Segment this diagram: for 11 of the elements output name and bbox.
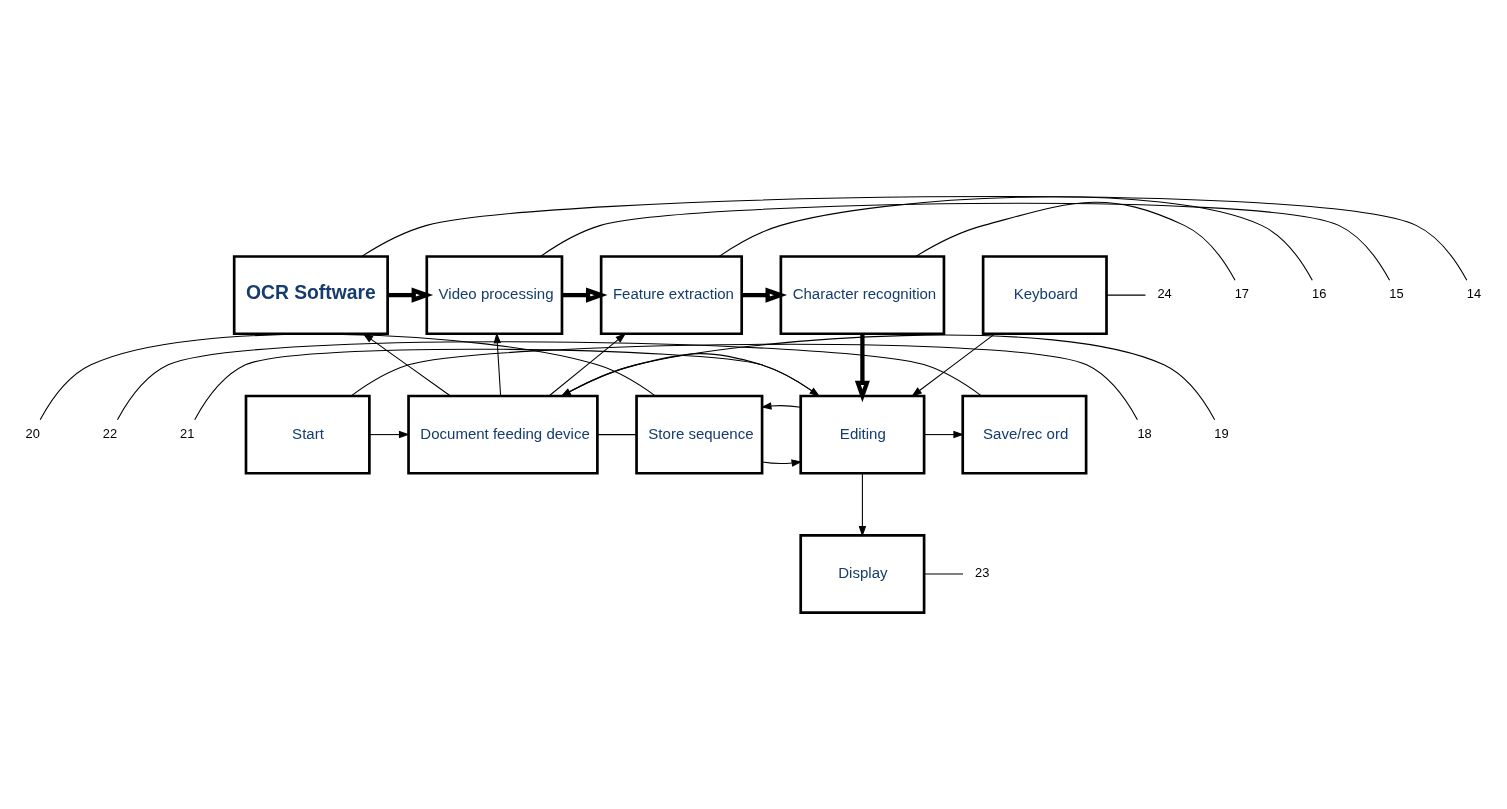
node-text: 14: [1466, 286, 1482, 302]
node-text: 24: [1157, 286, 1172, 302]
node-text: 18: [1137, 425, 1152, 441]
node-text: 20: [25, 425, 40, 441]
node-text: 23: [975, 565, 990, 581]
node-text: 16: [1311, 286, 1327, 302]
node-text: 19: [1214, 425, 1229, 441]
node-text: 21: [180, 425, 195, 441]
node-text: 15: [1389, 286, 1404, 302]
node-text: 22: [102, 425, 118, 441]
node-text: 17: [1234, 286, 1250, 302]
